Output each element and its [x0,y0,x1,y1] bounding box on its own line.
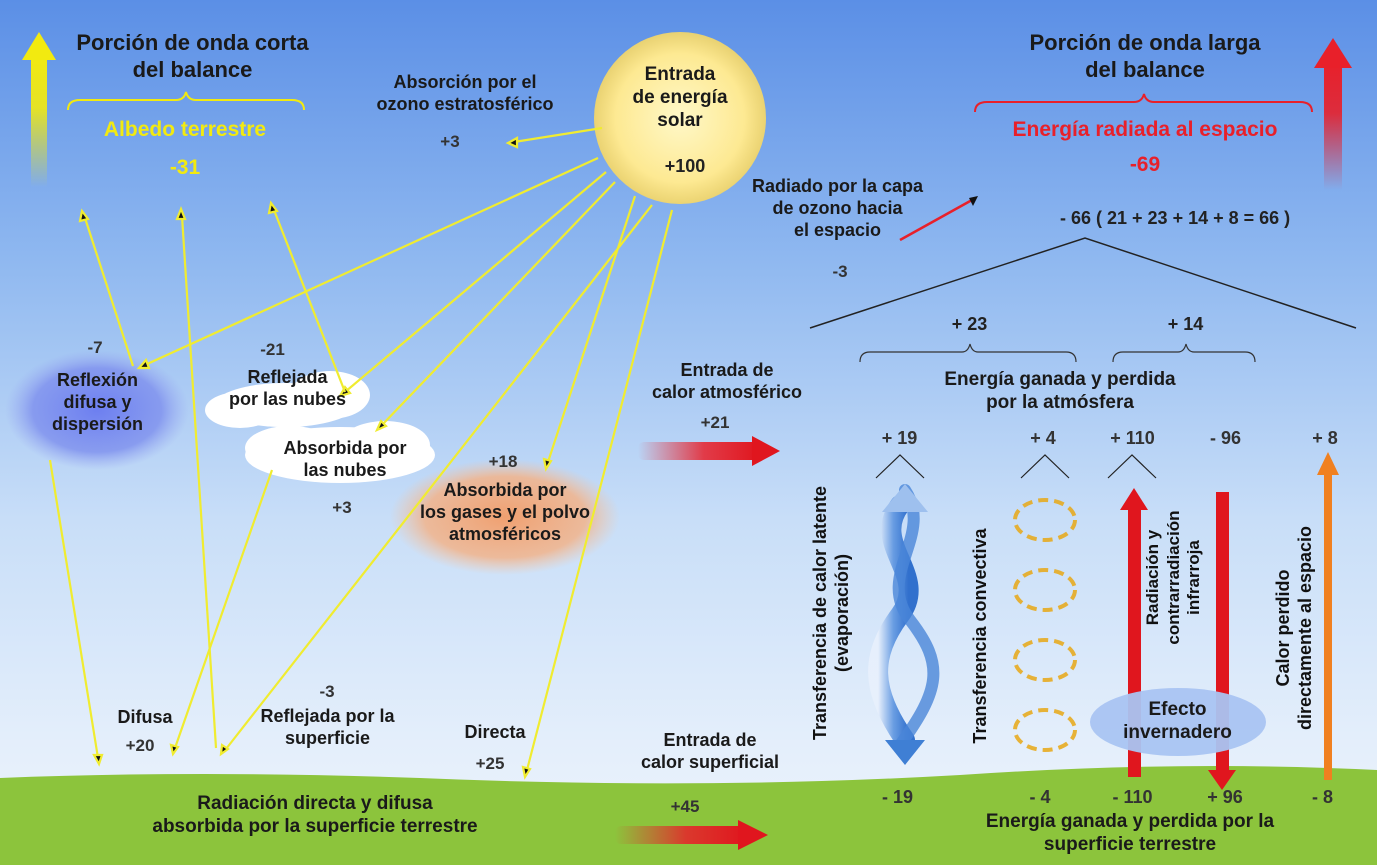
space-loss-label: Calor perdido directamente al espacio [1273,525,1315,731]
greenhouse-ellipse [1090,688,1266,756]
sun-label: Entrada de energía solar [632,64,728,132]
convective-bottom-value: - 4 [1029,787,1051,807]
surface-reflected-label: Reflejada por la superficie [260,706,395,748]
shortwave-up-arrow [22,32,56,187]
surface-energy-label: Energía ganada y perdida por la superfic… [985,811,1275,856]
space-loss-top-value: + 8 [1312,428,1338,448]
surface-reflected-value: -3 [319,682,335,701]
albedo-value: -31 [169,156,201,179]
albedo-label: Albedo terrestre [103,118,267,141]
radiation-label: Radiación y contrarradiación infrarroja [1143,510,1204,645]
surface-heat-value: +45 [670,797,700,816]
atmos-brace-right [1112,343,1256,363]
surface-heat-arrow [615,820,768,850]
radiated-label: Energía radiada al espacio [1012,118,1278,141]
radiated-value: -69 [1129,153,1161,176]
latent-bottom-value: - 19 [881,787,914,807]
convective-loops [1013,498,1077,752]
shortwave-title: Porción de onda corta del balance [76,30,309,82]
sun-value: +100 [664,156,706,176]
gas-absorption-label: Absorbida por los gases y el polvo atmos… [419,480,591,544]
atmos-right-total: + 14 [1167,314,1204,334]
atmos-heat-value: +21 [700,413,730,432]
cloud-absorption-value: +3 [332,498,352,517]
diffuse-blob [5,350,189,470]
diffuse-reflection-value: -7 [87,338,103,357]
ir-up-top-value: + 110 [1110,428,1155,448]
space-loss-arrow [1317,452,1339,780]
direct-value: +25 [475,754,505,773]
solar-rays [48,126,674,780]
longwave-title: Porción de onda larga del balance [1029,30,1261,82]
space-loss-bottom-value: - 8 [1311,787,1333,807]
cloud-upper [205,371,370,428]
shortwave-brace [67,91,305,111]
convective-top-value: + 4 [1030,428,1056,448]
sun [594,32,766,204]
cloud-reflection-label: Reflejada por las nubes [228,367,347,409]
radiation-caret [1107,454,1157,479]
latent-top-value: + 19 [881,428,918,448]
ground [0,766,1377,865]
diffuse-label: Difusa [117,707,173,727]
surface-absorbed-label: Radiación directa y difusa absorbida por… [152,793,478,838]
ir-down-top-value: - 96 [1209,428,1242,448]
atmosphere-energy-label: Energía ganada y perdida por la atmósfer… [944,369,1176,414]
longwave-brace [974,93,1313,113]
ozone-absorption-label: Absorción por el ozono estratosférico [376,72,554,114]
gas-absorption-value: +18 [488,452,518,471]
latent-ribbon [868,484,940,765]
cloud-lower [245,421,435,483]
convective-label: Transferencia convectiva [970,528,990,744]
cloud-absorption-label: Absorbida por las nubes [283,438,407,480]
atmos-left-total: + 23 [951,314,988,334]
ozone-radiated-arrow [899,196,978,242]
atmos-brace-left [859,343,1077,363]
diffuse-reflection-label: Reflexión difusa y dispersión [51,370,144,434]
ozone-radiated-label: Radiado por la capa de ozono hacia el es… [751,176,924,240]
direct-label: Directa [464,722,526,742]
atmos-heat-label: Entrada de calor atmosférico [651,360,803,402]
ozone-radiated-value: -3 [832,262,848,281]
gas-blob [390,459,620,575]
ozone-absorption-value: +3 [440,132,460,151]
ir-up-bottom-value: - 110 [1112,787,1153,807]
ir-down-bottom-value: + 96 [1207,787,1243,807]
latent-label: Transferencia de calor latente (evaporac… [810,485,852,741]
surface-heat-label: Entrada de calor superficial [640,730,780,772]
latent-caret [875,454,925,479]
longwave-up-arrow [1314,38,1352,190]
longwave-sum: - 66 ( 21 + 23 + 14 + 8 = 66 ) [1060,208,1291,228]
cloud-reflection-value: -21 [260,340,285,359]
longwave-sum-lines [809,237,1357,329]
convective-caret [1020,454,1070,479]
atmos-heat-arrow [638,436,780,466]
greenhouse-label: Efecto invernadero [1123,699,1232,744]
diffuse-value: +20 [125,736,155,755]
